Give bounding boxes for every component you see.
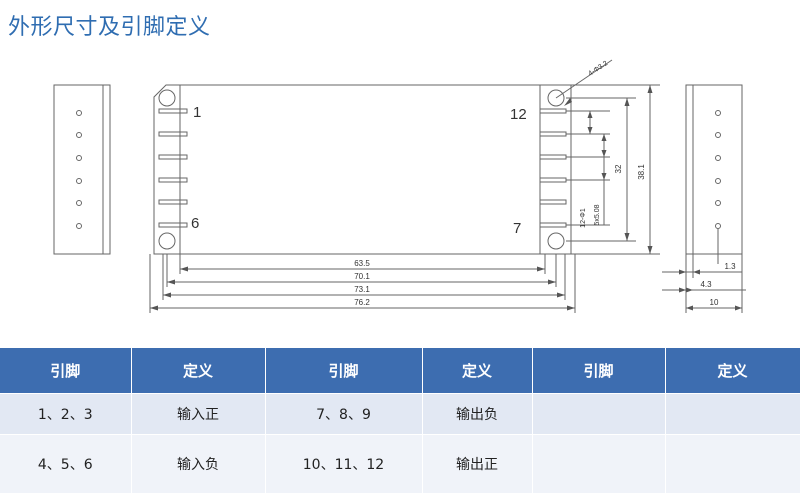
dim-1-3: 1.3 [724,262,736,271]
table-row: 4、5、6 输入负 10、11、12 输出正 [0,435,800,493]
dimension-drawing: 1 6 12 7 4-Φ3.2 63.5 70.1 73.1 76.2 32 3… [0,0,800,345]
dim-73-1: 73.1 [354,285,370,294]
table-cell: 7、8、9 [265,394,422,435]
dim-70-1: 70.1 [354,272,370,281]
table-cell: 10、11、12 [265,435,422,493]
dim-76-2: 76.2 [354,298,370,307]
table-cell [532,394,665,435]
table-cell: 输出正 [422,435,532,493]
table-row: 1、2、3 输入正 7、8、9 输出负 [0,394,800,435]
mount-hole-bl [159,233,175,249]
dim-63-5: 63.5 [354,259,370,268]
table-cell [665,394,800,435]
module-top-view [154,85,571,254]
dim-4-3: 4.3 [700,280,712,289]
pin-label-6: 6 [191,215,199,232]
pin-label-1: 1 [193,104,201,121]
dim-38-1: 38.1 [637,164,646,180]
table-cell: 输入正 [131,394,265,435]
header-pin: 引脚 [0,348,131,394]
header-pin: 引脚 [265,348,422,394]
table-header-row: 引脚 定义 引脚 定义 引脚 定义 [0,348,800,394]
mount-hole-br [548,233,564,249]
table-cell: 4、5、6 [0,435,131,493]
dim-5x5-08: 5x5.08 [594,204,601,225]
left-side-view [54,85,110,254]
dim-32: 32 [614,164,623,173]
table-cell [532,435,665,493]
header-definition: 定义 [665,348,800,394]
right-side-view [686,85,742,254]
mount-hole-tl [159,90,175,106]
hole-note: 4-Φ3.2 [587,60,609,78]
header-pin: 引脚 [532,348,665,394]
header-definition: 定义 [131,348,265,394]
header-definition: 定义 [422,348,532,394]
table-cell: 输出负 [422,394,532,435]
pin-definition-table: 引脚 定义 引脚 定义 引脚 定义 1、2、3 输入正 7、8、9 输出负 4、… [0,348,800,493]
pin-label-7: 7 [513,220,521,237]
table-cell: 输入负 [131,435,265,493]
dim-10: 10 [710,298,719,307]
table-cell: 1、2、3 [0,394,131,435]
pin-label-12: 12 [510,106,527,123]
dim-12-pins: 12-Φ1 [580,208,587,228]
table-cell [665,435,800,493]
